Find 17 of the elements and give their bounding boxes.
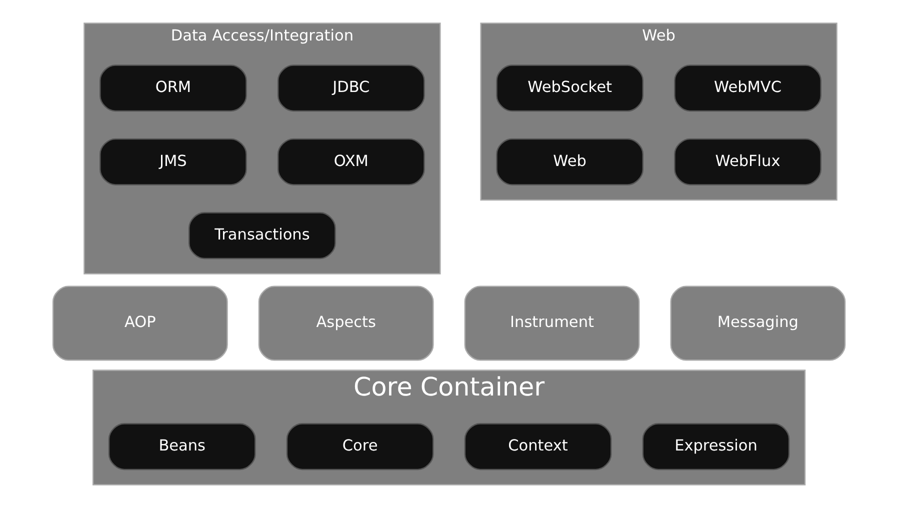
node-box: Context: [464, 423, 612, 470]
node-box: WebSocket: [496, 64, 644, 112]
node-box: WebMVC: [674, 64, 822, 112]
node-box: ORM: [99, 64, 247, 112]
node-box: Transactions: [188, 212, 336, 260]
node-box: Aspects: [258, 286, 434, 361]
node-box: WebFlux: [674, 138, 822, 186]
node-box: JDBC: [277, 64, 425, 112]
node-box: Beans: [108, 423, 256, 470]
node-box: Web: [496, 138, 644, 186]
node-box: OXM: [277, 138, 425, 186]
node-box: Expression: [642, 423, 790, 470]
node-box: JMS: [99, 138, 247, 186]
node-box: Instrument: [464, 286, 640, 361]
node-box: AOP: [52, 286, 228, 361]
node-box: Core: [286, 423, 434, 470]
node-box: Messaging: [670, 286, 846, 361]
